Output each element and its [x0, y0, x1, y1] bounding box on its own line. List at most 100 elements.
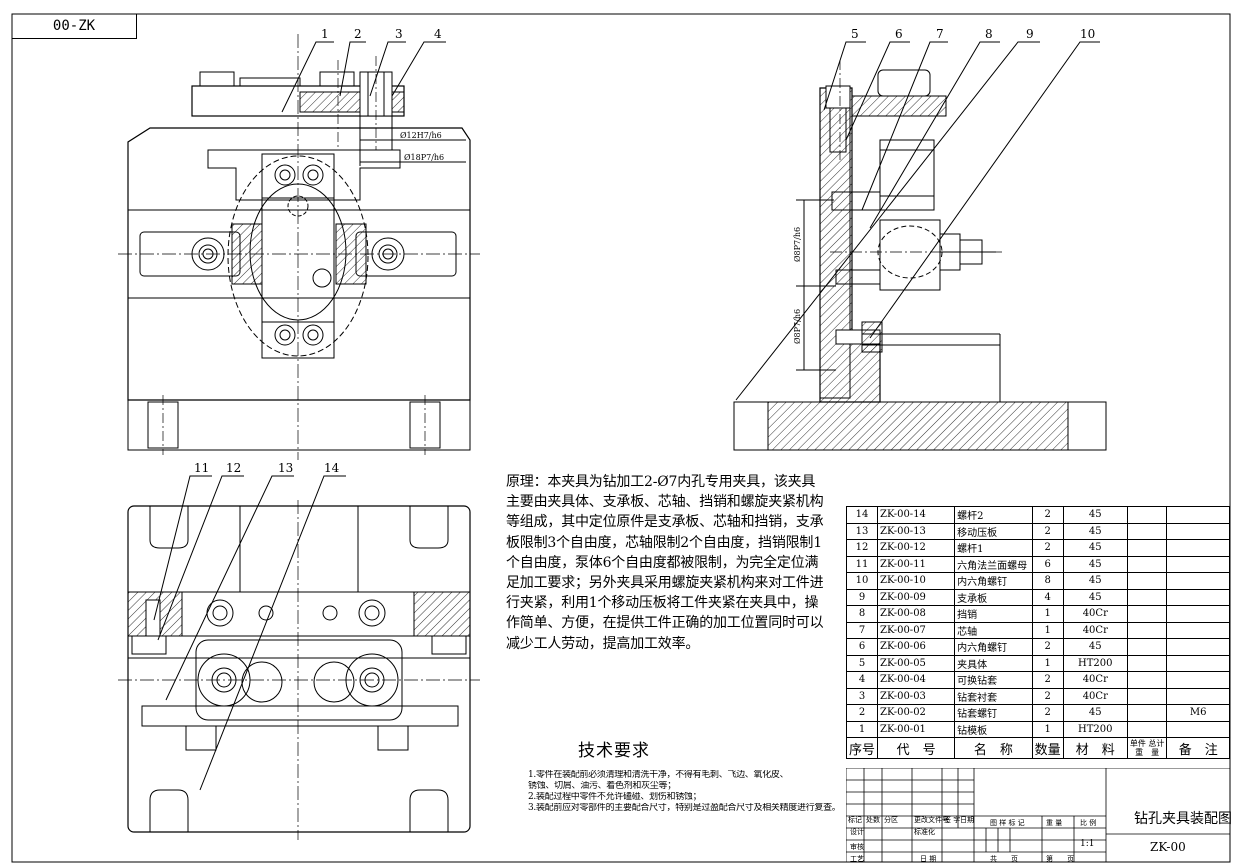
- bom-cell-weight: [1126, 506, 1168, 524]
- bom-cell-note: [1166, 588, 1230, 606]
- bom-header-weight-bottom: 重 量: [1135, 748, 1160, 757]
- drawing-number: ZK-00: [1150, 840, 1186, 854]
- tb-label-sheet: 第 页: [1046, 855, 1074, 863]
- callout-5: 5: [851, 27, 859, 41]
- tb-label-count: 处数: [866, 816, 880, 824]
- bom-cell-mat: 45: [1062, 638, 1128, 656]
- bom-header-note: 备 注: [1166, 737, 1230, 759]
- bom-cell-no: 14: [845, 506, 879, 524]
- callout-14: 14: [324, 461, 340, 475]
- callout-3: 3: [395, 27, 403, 41]
- bom-cell-no: 8: [845, 605, 879, 623]
- bom-cell-name: 六角法兰面螺母: [954, 555, 1033, 573]
- bom-cell-mat: HT200: [1062, 654, 1128, 672]
- bom-cell-code: ZK-00-02: [877, 704, 956, 722]
- bom-cell-mat: HT200: [1062, 720, 1128, 738]
- requirements-title: 技术要求: [578, 741, 650, 761]
- callout-10: 10: [1080, 27, 1095, 41]
- bom-cell-code: ZK-00-13: [877, 522, 956, 540]
- bom-cell-no: 13: [845, 522, 879, 540]
- bom-header-name: 名 称: [954, 737, 1033, 759]
- bom-cell-name: 钻套衬套: [954, 687, 1033, 705]
- bom-cell-name: 芯轴: [954, 621, 1033, 639]
- bom-cell-name: 内六角螺钉: [954, 638, 1033, 656]
- bom-cell-qty: 6: [1031, 555, 1064, 573]
- bom-header-no: 序号: [845, 737, 879, 759]
- bom-cell-no: 12: [845, 539, 879, 557]
- title-block: [846, 768, 1230, 862]
- bom-cell-code: ZK-00-04: [877, 671, 956, 689]
- bom-cell-name: 移动压板: [954, 522, 1033, 540]
- tb-label-process: 工艺: [850, 855, 864, 863]
- bom-cell-note: M6: [1166, 704, 1230, 722]
- bom-cell-no: 3: [845, 687, 879, 705]
- bom-cell-mat: 40Cr: [1062, 621, 1128, 639]
- bom-cell-weight: [1126, 638, 1168, 656]
- bom-cell-note: [1166, 654, 1230, 672]
- bom-cell-note: [1166, 539, 1230, 557]
- callout-1: 1: [321, 27, 329, 41]
- bom-cell-no: 1: [845, 720, 879, 738]
- bom-cell-no: 9: [845, 588, 879, 606]
- tb-scale: 1:1: [1080, 839, 1095, 849]
- bom-cell-mat: 45: [1062, 588, 1128, 606]
- bom-cell-qty: 8: [1031, 572, 1064, 590]
- bom-cell-weight: [1126, 687, 1168, 705]
- bom-cell-weight: [1126, 704, 1168, 722]
- bom-cell-qty: 1: [1031, 621, 1064, 639]
- bom-cell-name: 内六角螺钉: [954, 572, 1033, 590]
- requirement-1b: 锈蚀、切屑、油污、着色剂和灰尘等；: [528, 781, 676, 791]
- bom-cell-mat: 45: [1062, 572, 1128, 590]
- bom-cell-name: 螺杆1: [954, 539, 1033, 557]
- dim-d4: Ø8P7/h6: [793, 309, 802, 344]
- top-view: [118, 475, 480, 840]
- bom-cell-code: ZK-00-14: [877, 506, 956, 524]
- requirement-1: 1.零件在装配前必须清理和清洗干净，不得有毛刺、飞边、氧化皮、: [528, 770, 789, 780]
- bom-cell-qty: 2: [1031, 539, 1064, 557]
- bom-cell-name: 夹具体: [954, 654, 1033, 672]
- principle-text: 原理：本夹具为钻加工2-Ø7内孔专用夹具，该夹具主要由夹具体、支承板、芯轴、挡销…: [506, 474, 824, 652]
- bom-cell-weight: [1126, 539, 1168, 557]
- bom-header-code: 代 号: [877, 737, 956, 759]
- bom-cell-note: [1166, 720, 1230, 738]
- bom-cell-qty: 1: [1031, 720, 1064, 738]
- bom-cell-qty: 2: [1031, 671, 1064, 689]
- drawing-code-box: 00-ZK: [12, 14, 137, 39]
- bom-cell-code: ZK-00-03: [877, 687, 956, 705]
- tb-label-mark: 标记: [848, 816, 862, 824]
- bom-cell-code: ZK-00-10: [877, 572, 956, 590]
- bom-cell-qty: 1: [1031, 654, 1064, 672]
- bom-cell-code: ZK-00-11: [877, 555, 956, 573]
- bom-cell-qty: 4: [1031, 588, 1064, 606]
- bom-cell-name: 钻模板: [954, 720, 1033, 738]
- tb-label-scale: 比 例: [1080, 819, 1097, 827]
- drawing-border: [11, 13, 1231, 863]
- bom-cell-qty: 1: [1031, 605, 1064, 623]
- bom-header-qty: 数量: [1031, 737, 1064, 759]
- bom-cell-no: 2: [845, 704, 879, 722]
- tb-label-review: 审核: [850, 843, 864, 851]
- callout-12: 12: [226, 461, 241, 475]
- bom-cell-code: ZK-00-12: [877, 539, 956, 557]
- bom-cell-weight: [1126, 621, 1168, 639]
- tb-label-doc: 更改文件号: [914, 816, 949, 824]
- bom-cell-code: ZK-00-09: [877, 588, 956, 606]
- tb-label-weight: 重 量: [1046, 819, 1063, 827]
- tb-label-stage: 图 样 标 记: [990, 819, 1025, 827]
- bom-cell-code: ZK-00-07: [877, 621, 956, 639]
- bom-cell-note: [1166, 687, 1230, 705]
- bom-cell-weight: [1126, 605, 1168, 623]
- dim-d2: Ø18P7/h6: [404, 153, 444, 162]
- bom-cell-no: 7: [845, 621, 879, 639]
- tb-label-sign: 签 字: [944, 816, 961, 824]
- bom-cell-mat: 45: [1062, 506, 1128, 524]
